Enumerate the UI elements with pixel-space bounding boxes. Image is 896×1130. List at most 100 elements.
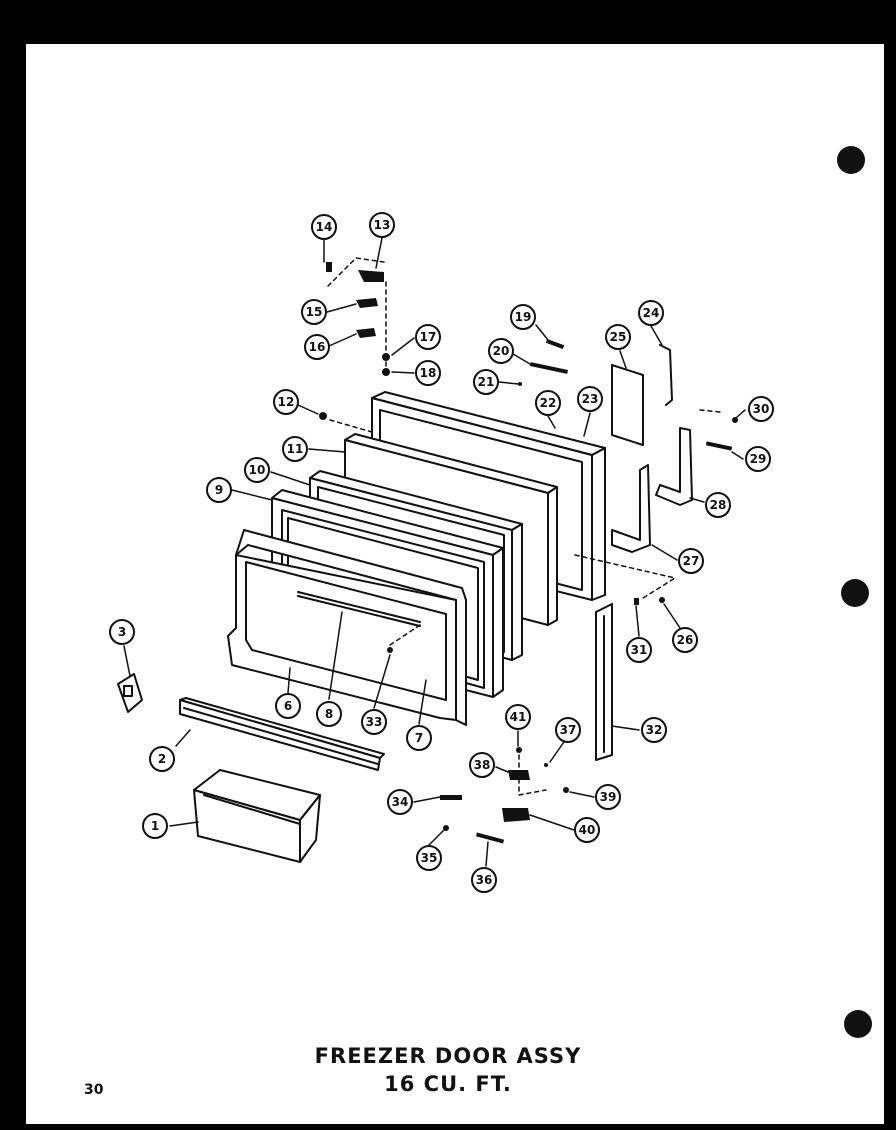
callout-circle (678, 548, 704, 574)
callout-label: 16 (309, 340, 326, 354)
binder-hole (841, 579, 869, 607)
callout-label: 13 (374, 218, 391, 232)
callout-31: 31 (626, 637, 652, 663)
callout-17: 17 (415, 324, 441, 350)
callout-label: 20 (493, 344, 510, 358)
callout-label: 21 (478, 375, 495, 389)
callout-circle (672, 627, 698, 653)
part-3-clip (117, 673, 143, 713)
callout-circle (473, 369, 499, 395)
callout-label: 31 (631, 643, 648, 657)
callout-11: 11 (282, 436, 308, 462)
callout-circle (387, 789, 413, 815)
callout-circle (415, 324, 441, 350)
callout-circle (406, 725, 432, 751)
part-32-strip (595, 603, 613, 761)
callout-circle (705, 492, 731, 518)
callout-label: 28 (710, 498, 727, 512)
callout-label: 35 (421, 851, 438, 865)
callout-label: 7 (415, 731, 423, 745)
callout-circle (574, 817, 600, 843)
callout-label: 22 (540, 396, 557, 410)
callout-circle (301, 299, 327, 325)
callout-13: 13 (369, 212, 395, 238)
page-number: 30 (84, 1082, 104, 1098)
callout-label: 24 (643, 306, 660, 320)
callout-circle (745, 446, 771, 472)
callout-label: 26 (677, 633, 694, 647)
callout-label: 25 (610, 330, 627, 344)
part-1-bin (193, 769, 321, 863)
callout-24: 24 (638, 300, 664, 326)
callout-8: 8 (316, 701, 342, 727)
callout-circle (415, 360, 441, 386)
callout-33: 33 (361, 709, 387, 735)
callout-10: 10 (244, 457, 270, 483)
callout-23: 23 (577, 386, 603, 412)
callout-circle (555, 717, 581, 743)
callout-15: 15 (301, 299, 327, 325)
callout-28: 28 (705, 492, 731, 518)
callout-label: 19 (515, 310, 532, 324)
callout-circle (577, 386, 603, 412)
part-2-trim (179, 697, 385, 771)
callout-1: 1 (142, 813, 168, 839)
callout-circle (488, 338, 514, 364)
part-27-bracket (611, 464, 651, 553)
callout-circle (109, 619, 135, 645)
callout-label: 6 (284, 699, 292, 713)
callout-29: 29 (745, 446, 771, 472)
callout-label: 38 (474, 758, 491, 772)
callout-20: 20 (488, 338, 514, 364)
callout-circle (273, 389, 299, 415)
callout-7: 7 (406, 725, 432, 751)
callout-circle (282, 436, 308, 462)
callout-26: 26 (672, 627, 698, 653)
dashed-lines (327, 257, 721, 796)
callout-circle (638, 300, 664, 326)
callout-label: 36 (476, 873, 493, 887)
callout-30: 30 (748, 396, 774, 422)
callout-27: 27 (678, 548, 704, 574)
callout-label: 27 (683, 554, 700, 568)
callout-label: 18 (420, 366, 437, 380)
callout-label: 2 (158, 752, 166, 766)
callout-circle (316, 701, 342, 727)
callout-circle (416, 845, 442, 871)
callout-3: 3 (109, 619, 135, 645)
callout-label: 12 (278, 395, 295, 409)
callout-label: 14 (316, 220, 333, 234)
callout-label: 33 (366, 715, 383, 729)
binder-hole (837, 146, 865, 174)
callout-2: 2 (149, 746, 175, 772)
callout-12: 12 (273, 389, 299, 415)
callout-label: 9 (215, 483, 223, 497)
callout-circle (469, 752, 495, 778)
callout-circle (361, 709, 387, 735)
callout-36: 36 (471, 867, 497, 893)
callout-40: 40 (574, 817, 600, 843)
callout-label: 37 (560, 723, 577, 737)
callout-19: 19 (510, 304, 536, 330)
callout-label: 30 (753, 402, 770, 416)
part-6-inner-liner (227, 529, 467, 726)
callout-circle (244, 457, 270, 483)
callout-label: 15 (306, 305, 323, 319)
callout-circle (748, 396, 774, 422)
callout-circle (369, 212, 395, 238)
callout-38: 38 (469, 752, 495, 778)
callout-25: 25 (605, 324, 631, 350)
callout-label: 40 (579, 823, 596, 837)
part-24-handle (659, 344, 673, 406)
callout-label: 23 (582, 392, 599, 406)
part-25-plate (611, 364, 644, 446)
callout-label: 29 (750, 452, 767, 466)
callout-16: 16 (304, 334, 330, 360)
part-28-bracket (655, 427, 693, 506)
callout-41: 41 (505, 704, 531, 730)
leader-lines (123, 237, 746, 867)
callout-circle (626, 637, 652, 663)
callout-circle (471, 867, 497, 893)
callout-22: 22 (535, 390, 561, 416)
